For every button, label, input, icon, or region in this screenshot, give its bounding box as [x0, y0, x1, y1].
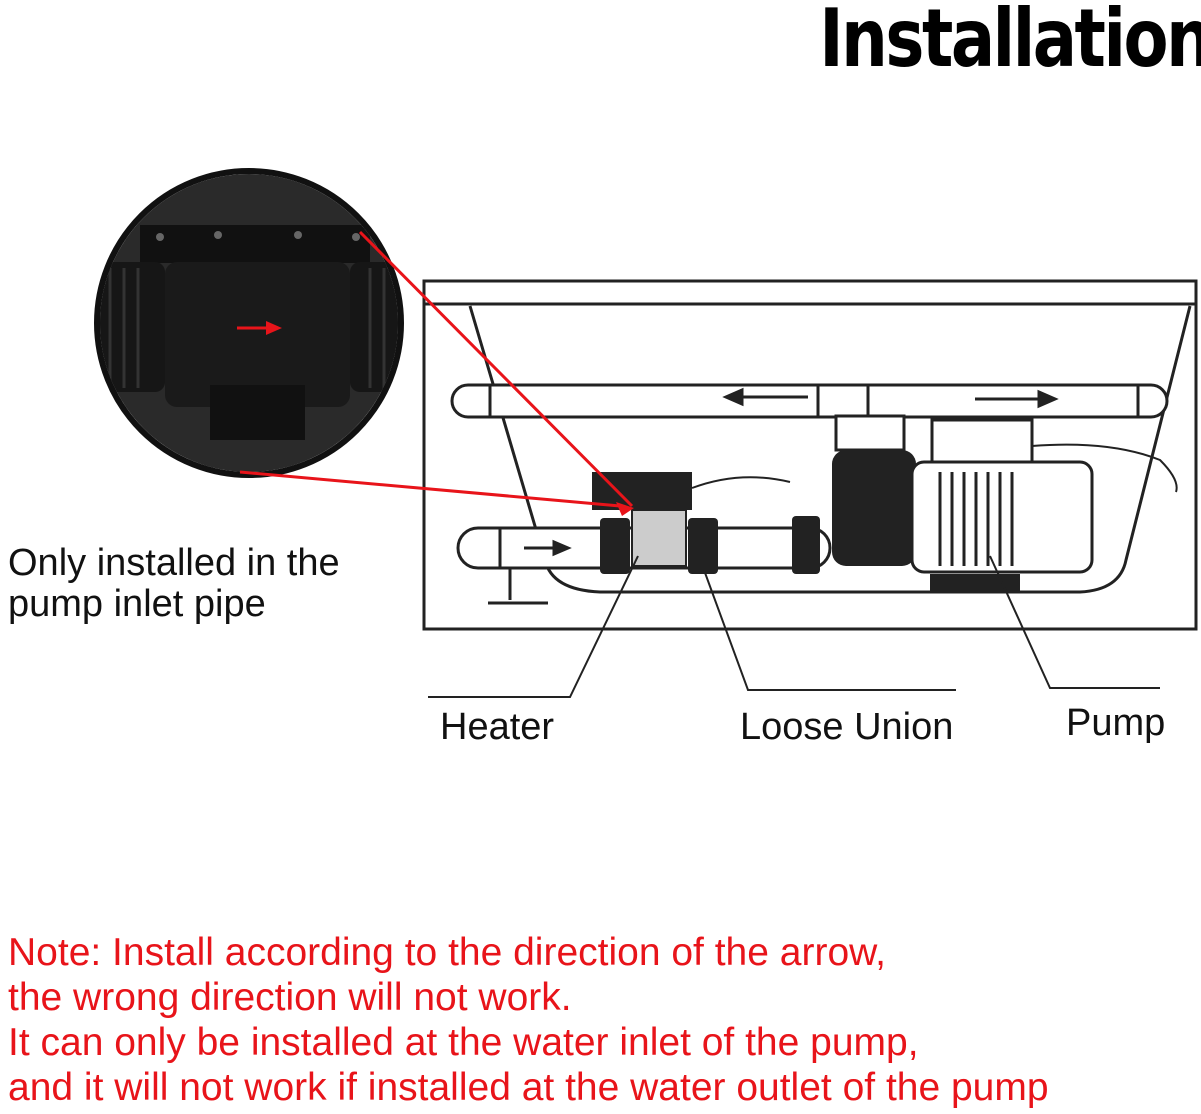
installation-note: Note: Install according to the direction…: [8, 930, 1049, 1110]
inlet-label-line-2: pump inlet pipe: [8, 583, 266, 625]
flow-arrow-icon: [722, 387, 1059, 409]
flow-sensor-closeup-icon: [94, 168, 404, 478]
inlet-flow-arrow-icon: [524, 539, 572, 557]
heater-label: Heater: [440, 706, 555, 748]
inlet-label-line-1: Only installed in the: [8, 542, 340, 584]
note-line-4: and it will not work if installed at the…: [8, 1066, 1049, 1109]
page-title: Installation: [819, 0, 1201, 85]
closeup-pointer-lines: [239, 230, 634, 516]
note-line-2: the wrong direction will not work.: [8, 976, 572, 1019]
inlet-label: Only installed in the pump inlet pipe: [8, 543, 340, 625]
leader-lines: [428, 555, 1160, 698]
bathtub-frame: [422, 279, 1198, 631]
pump-label: Pump: [1066, 702, 1166, 744]
note-line-3: It can only be installed at the water in…: [8, 1021, 919, 1064]
pump-motor-icon: [832, 414, 1178, 592]
jet-pipe: [450, 383, 1169, 419]
loose-union: [600, 516, 820, 574]
loose-union-label: Loose Union: [740, 706, 954, 748]
note-line-1: Note: Install according to the direction…: [8, 931, 886, 974]
